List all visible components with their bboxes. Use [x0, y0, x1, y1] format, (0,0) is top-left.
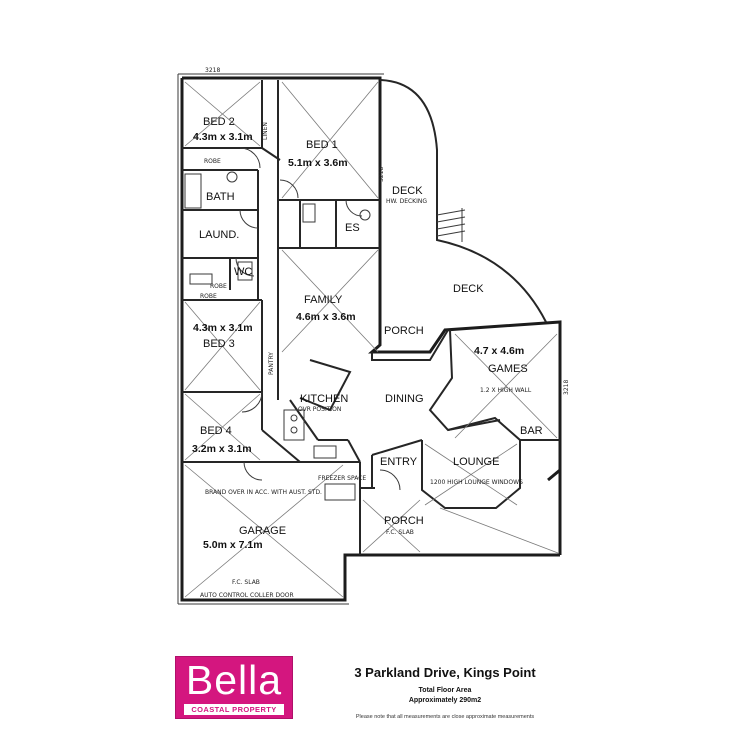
note-robe: ROBE: [204, 158, 221, 165]
room-entry-name: ENTRY: [380, 456, 418, 468]
fixtures: [184, 171, 371, 501]
plan-notes: 3218 ROBE ROBE ROBE LINEN HW. DECKING 32…: [200, 67, 570, 599]
exterior-walls: [177, 73, 562, 605]
note-garage: BRAND OVER IN ACC. WITH AUST. STD.: [205, 489, 322, 496]
room-bed1-name: BED 1: [306, 139, 338, 151]
room-wc-name: WC: [234, 266, 252, 278]
note-deck: HW. DECKING: [386, 198, 427, 205]
room-bed1-dims: 5.1m x 3.6m: [288, 157, 348, 169]
note-pantry: PANTRY: [268, 352, 275, 375]
room-garage-dims: 5.0m x 7.1m: [203, 539, 263, 551]
room-garage-name: GARAGE: [239, 525, 286, 537]
note-kitchen: OVR POSITION: [298, 406, 341, 413]
room-bed3-dims: 4.3m x 3.1m: [193, 322, 253, 334]
note-garage-slab: F.C. SLAB: [232, 579, 260, 586]
floor-plan: BED 2 4.3m x 3.1m BED 1 5.1m x 3.6m BATH…: [177, 67, 570, 605]
note-freezer: FREEZER SPACE: [318, 475, 366, 482]
interior-walls: [182, 80, 560, 555]
measurement-disclaimer: Please note that all measurements are cl…: [355, 714, 535, 720]
room-kitchen-name: KITCHEN: [300, 393, 348, 405]
room-bed2-name: BED 2: [203, 116, 235, 128]
door-swings: [235, 147, 401, 491]
bella-logo: Bella COASTAL PROPERTY: [175, 656, 293, 719]
room-porch-top-name: PORCH: [384, 325, 424, 337]
room-games-dims: 4.7 x 4.6m: [474, 345, 524, 357]
room-laund-name: LAUND.: [199, 229, 239, 241]
logo-wordmark: Bella: [185, 657, 283, 703]
note-deck-dim: 3218: [378, 167, 385, 182]
note-robe2: ROBE: [210, 283, 227, 290]
total-floor-area-label: Total Floor Area: [418, 687, 472, 694]
room-lounge-name: LOUNGE: [453, 456, 499, 468]
note-top-dim: 3218: [205, 67, 220, 74]
room-diagonals: [184, 81, 559, 598]
approx-area: Approximately 290m2: [408, 697, 482, 704]
room-deck-lower-name: DECK: [453, 283, 484, 295]
note-garage-door: AUTO CONTROL COLLER DOOR: [200, 592, 294, 599]
property-address: 3 Parkland Drive, Kings Point: [354, 665, 536, 680]
room-bed4-name: BED 4: [200, 425, 232, 437]
room-labels: BED 2 4.3m x 3.1m BED 1 5.1m x 3.6m BATH…: [192, 116, 543, 551]
room-porch-bottom-name: PORCH: [384, 515, 424, 527]
room-bed2-dims: 4.3m x 3.1m: [193, 131, 253, 143]
note-robe3: ROBE: [200, 293, 217, 300]
note-lounge: 1200 HIGH LOUNGE WINDOWS: [430, 479, 523, 486]
room-bath-name: BATH: [206, 191, 235, 203]
logo-tagline: COASTAL PROPERTY: [184, 704, 284, 715]
room-family-dims: 4.6m x 3.6m: [296, 311, 356, 323]
deck-outline: [379, 79, 547, 323]
room-bar-name: BAR: [520, 425, 543, 437]
note-linen: LINEN: [262, 122, 269, 140]
room-games-name: GAMES: [488, 363, 528, 375]
room-family-name: FAMILY: [304, 294, 343, 306]
room-deck-upper-name: DECK: [392, 185, 423, 197]
room-bed3-name: BED 3: [203, 338, 235, 350]
room-bed4-dims: 3.2m x 3.1m: [192, 443, 252, 455]
note-porch-slab: F.C. SLAB: [386, 529, 414, 536]
note-games-wall: 1.2 X HIGH WALL: [480, 387, 532, 394]
note-right-dim: 3218: [563, 380, 570, 395]
room-dining-name: DINING: [385, 393, 424, 405]
room-es-name: ES: [345, 222, 360, 234]
